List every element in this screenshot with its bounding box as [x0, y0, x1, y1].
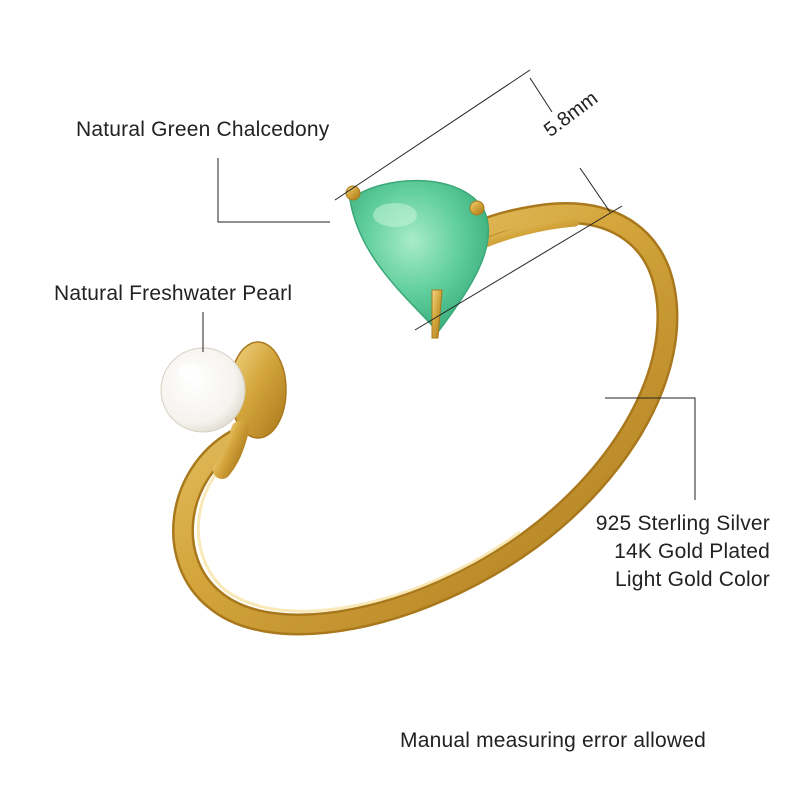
callout-lines	[202, 69, 696, 500]
material-line-3: Light Gold Color	[615, 568, 770, 591]
measurement-note: Manual measuring error allowed	[400, 729, 706, 752]
material-label: 925 Sterling Silver 14K Gold Plated Ligh…	[560, 510, 770, 594]
material-line-1: 925 Sterling Silver	[595, 512, 770, 535]
pearl-setting	[160, 341, 287, 479]
chalcedony-stone	[345, 179, 490, 339]
material-line-2: 14K Gold Plated	[614, 540, 770, 563]
pearl-label: Natural Freshwater Pearl	[54, 282, 293, 305]
chalcedony-label: Natural Green Chalcedony	[76, 118, 330, 141]
pearl	[160, 347, 246, 433]
